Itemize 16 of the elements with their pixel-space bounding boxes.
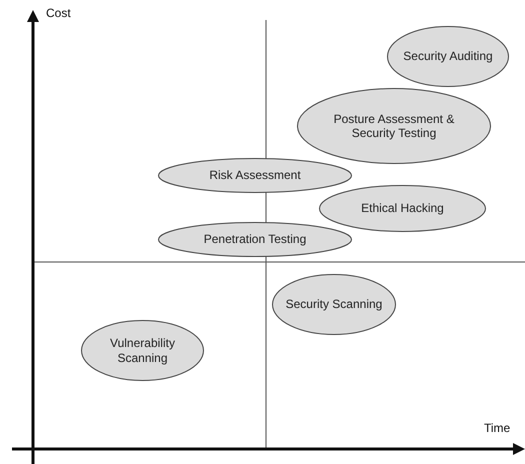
ellipse-label: Risk Assessment <box>209 168 301 183</box>
ellipse-node <box>158 158 352 193</box>
ellipse-node <box>319 185 486 232</box>
ellipse-label: Security Scanning <box>286 297 382 312</box>
ellipse-label: Security Auditing <box>403 49 493 64</box>
ellipse-node <box>387 26 509 87</box>
axis-label: Time <box>484 421 510 435</box>
axis-label: Cost <box>46 6 71 20</box>
ellipse-label: Posture Assessment & Security Testing <box>332 112 456 140</box>
ellipse-label: Ethical Hacking <box>361 201 444 216</box>
ellipse-label: Vulnerability Scanning <box>109 336 176 365</box>
ellipse-node <box>272 274 396 335</box>
ellipse-label: Penetration Testing <box>204 232 306 247</box>
ellipse-node <box>297 88 491 164</box>
ellipse-node <box>158 222 352 257</box>
ellipse-node <box>81 320 204 381</box>
